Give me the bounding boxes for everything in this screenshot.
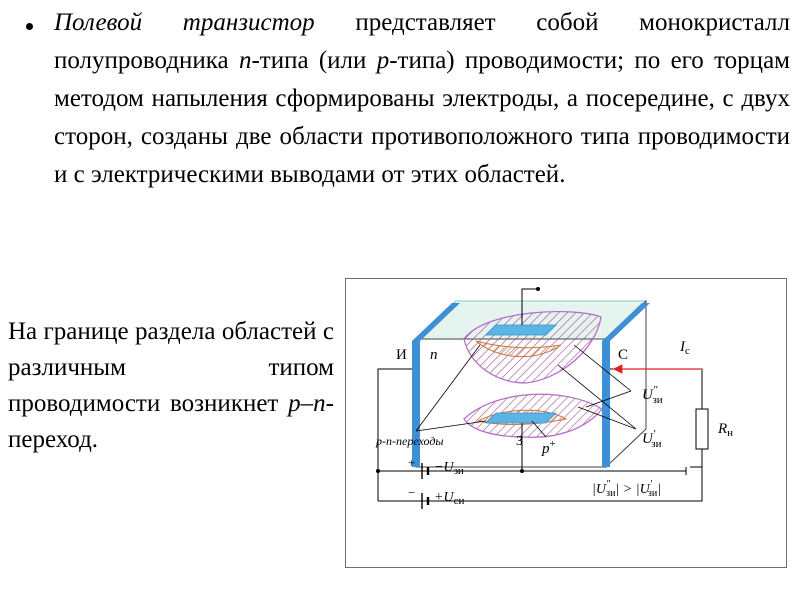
diagram-svg: И n С Ic U″зи U′зи Rн p-n-переходы З p+ … xyxy=(375,287,733,509)
uzi1-pointer-b xyxy=(557,364,637,430)
label-uzi-double: U″зи xyxy=(642,384,663,406)
side-text-2: -переход. xyxy=(8,390,334,453)
pn-pointer-a xyxy=(415,344,481,432)
drain-electrode-top xyxy=(602,303,650,341)
bullet-paragraph-block: Полевой транзистор представляет собой мо… xyxy=(22,4,790,194)
drain-supply-wire xyxy=(378,467,703,502)
source-electrode xyxy=(412,341,420,467)
gate-lead-top xyxy=(521,288,538,325)
term-field-effect: Полевой xyxy=(54,9,143,36)
term-transistor: транзистор xyxy=(182,9,315,36)
bullet-text-3: -типа) проводимости; по его торцам метод… xyxy=(54,47,790,188)
label-load-resistor: Rн xyxy=(717,421,733,439)
label-p-plus: p+ xyxy=(541,438,556,457)
label-source: И xyxy=(396,347,407,363)
uzi1-pointer-a xyxy=(577,406,637,430)
gate-lead-dot xyxy=(536,287,540,291)
p-letter: p xyxy=(376,47,390,74)
load-wire xyxy=(690,449,703,468)
label-drain: С xyxy=(618,347,628,363)
bullet-text-1: представляет собой монокристалл полупров… xyxy=(54,9,791,74)
node-source xyxy=(376,469,380,473)
upper-pn-junction xyxy=(475,340,562,358)
label-drain-current: Ic xyxy=(679,339,690,357)
drain-battery-minus: − xyxy=(408,485,415,500)
upper-gate-contact xyxy=(485,324,557,336)
uzi2-pointer-b xyxy=(585,390,632,408)
gate-battery-plus: + xyxy=(408,455,415,470)
label-n-region: n xyxy=(430,347,438,363)
side-paragraph: На границе раздела областей с различным … xyxy=(8,314,334,458)
side-text-1: На границе раздела областей с различным … xyxy=(8,318,334,417)
load-resistor xyxy=(695,408,709,450)
p-pointer xyxy=(531,420,547,438)
label-uzi-single: U′зи xyxy=(642,428,662,450)
bullet-text-2: -типа (или xyxy=(251,47,377,74)
gate-battery-label: −Uзи xyxy=(434,460,464,477)
voltage-comparison: |U″зи| > |U′зи| xyxy=(592,479,661,499)
lower-gate-contact xyxy=(485,412,557,424)
n-letter: n xyxy=(238,47,252,74)
side-pn: p–n xyxy=(288,390,326,417)
source-electrode-top xyxy=(412,303,460,341)
transistor-diagram: И n С Ic U″зи U′зи Rн p-n-переходы З p+ … xyxy=(345,278,787,568)
uzi2-pointer-a xyxy=(573,344,632,392)
drain-battery-label: +Uси xyxy=(434,490,464,507)
bullet-dot-icon xyxy=(26,23,33,30)
label-gate: З xyxy=(516,434,523,449)
source-wire xyxy=(377,368,412,501)
node-gate xyxy=(520,469,524,473)
label-pn-junctions: p-n-переходы xyxy=(375,434,444,448)
bullet-paragraph: Полевой транзистор представляет собой мо… xyxy=(54,4,790,194)
pn-pointer-b xyxy=(415,420,487,432)
